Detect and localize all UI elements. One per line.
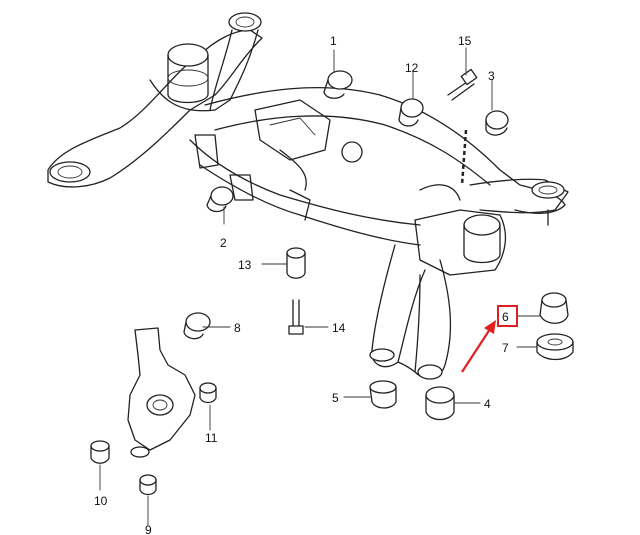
- bushing-part-13: [286, 247, 306, 279]
- highlight-box: [497, 305, 518, 327]
- bushing-part-3: [485, 110, 509, 136]
- callout-8: 8: [234, 321, 241, 335]
- callout-7: 7: [502, 341, 509, 355]
- leader-lines: [99, 47, 541, 526]
- callout-12: 12: [405, 61, 419, 75]
- callout-10: 10: [94, 494, 108, 508]
- bolt-part-14: [288, 299, 304, 335]
- callout-13: 13: [238, 258, 252, 272]
- rear-subframe: [47, 12, 569, 380]
- bushing-part-1: [323, 70, 353, 99]
- callout-3: 3: [488, 69, 495, 83]
- callout-1: 1: [330, 34, 337, 48]
- bushing-part-11: [199, 382, 217, 404]
- bushing-part-10: [90, 440, 110, 464]
- bushing-part-4: [425, 386, 455, 421]
- callout-11: 11: [205, 431, 218, 445]
- callout-6: 6: [502, 310, 509, 324]
- callout-14: 14: [332, 321, 346, 335]
- bushing-part-12: [398, 98, 424, 127]
- washer-part-7: [536, 333, 574, 361]
- red-arrow: [461, 320, 496, 373]
- bolt-part-15: [447, 68, 478, 101]
- alignment-dash-line: [460, 129, 468, 186]
- bushing-part-6: [539, 292, 569, 324]
- bushing-part-8: [183, 312, 211, 340]
- bushing-part-5: [369, 380, 397, 409]
- bushing-part-9: [139, 474, 157, 496]
- knuckle: [127, 327, 196, 458]
- callout-5: 5: [332, 391, 339, 405]
- callout-4: 4: [484, 397, 491, 411]
- callout-2: 2: [220, 236, 227, 250]
- callout-15: 15: [458, 34, 472, 48]
- callout-9: 9: [145, 523, 152, 535]
- bushing-part-2: [206, 186, 234, 213]
